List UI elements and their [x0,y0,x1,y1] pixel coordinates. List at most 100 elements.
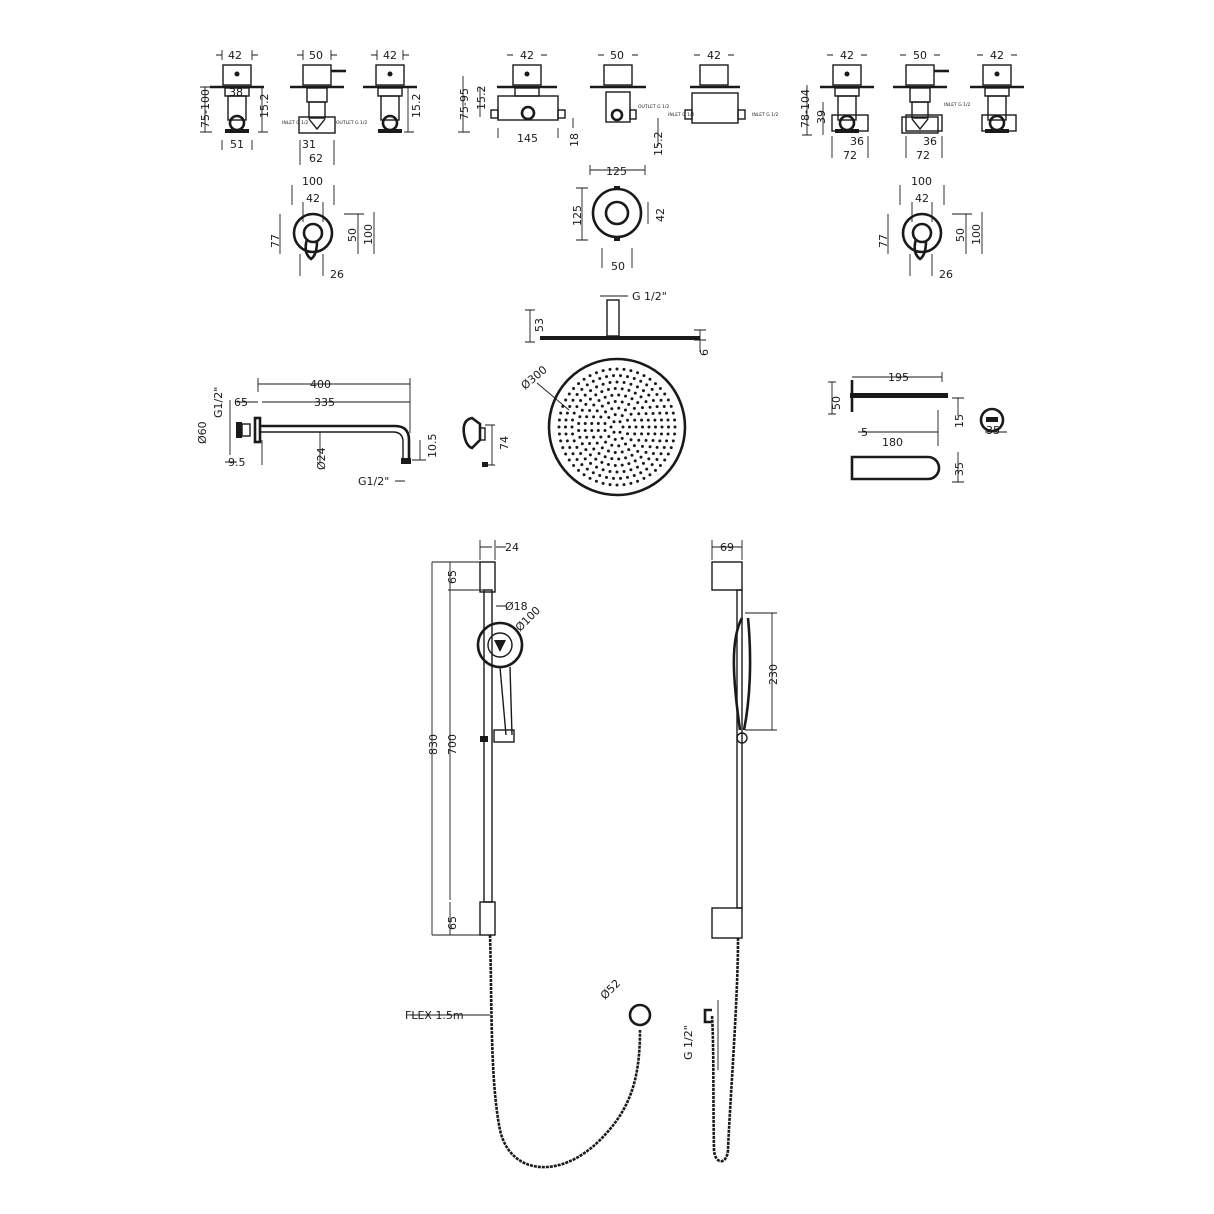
nozzle-dot [592,447,596,451]
nozzle-dot [666,398,670,402]
nozzle-dot [673,432,677,436]
dim-label: 53 [533,318,546,332]
nozzle-dot [624,394,628,398]
nozzle-dot [610,457,614,461]
nozzle-dot [651,451,655,455]
dim-label: 230 [767,664,780,685]
nozzle-dot [641,461,645,465]
nozzle-dot [646,418,650,422]
nozzle-dot [658,411,662,415]
nozzle-dot [564,452,568,456]
nozzle-dot [571,452,575,456]
dim-label: 6 [698,349,711,356]
nozzle-dot [622,469,626,473]
nozzle-dot [615,483,619,487]
hose-label: FLEX 1.5m [405,1009,464,1022]
nozzle-dot [585,383,589,387]
nozzle-dot [653,432,657,436]
nozzle-pattern [557,367,677,487]
nozzle-dot [666,432,670,436]
nozzle-dot [625,475,629,479]
nozzle-dot [591,379,595,383]
nozzle-dot [648,377,652,381]
nozzle-dot [629,369,633,373]
nozzle-dot [610,407,614,411]
nozzle-dot [617,457,621,461]
dim-label: 26 [939,268,953,281]
dim-label: 69 [720,541,734,554]
nozzle-dot [644,400,648,404]
dim-label: 42 [707,49,721,62]
nozzle-dot [663,458,667,462]
dim-label: 35 [986,424,1000,437]
nozzle-dot [577,468,581,472]
nozzle-dot [630,397,634,401]
nozzle-dot [603,395,607,399]
nozzle-dot [580,463,584,467]
nozzle-dot [570,425,574,429]
nozzle-dot [651,411,655,415]
nozzle-dot [584,448,588,452]
nozzle-dot [598,474,602,478]
nozzle-dot [642,374,646,378]
dim-label: 50 [610,49,624,62]
nozzle-dot [611,476,615,480]
nozzle-dot [608,381,612,385]
nozzle-dot [645,383,649,387]
nozzle-dot [575,445,579,449]
nozzle-dot [632,474,636,478]
nozzle-dot [617,444,621,448]
nozzle-dot [627,388,631,392]
nozzle-dot [601,468,605,472]
dim-label: 77 [269,234,282,248]
nozzle-dot [564,425,567,429]
dim-label: 65 [234,396,248,409]
dim-label: 51 [230,138,244,151]
nozzle-dot [650,387,654,391]
dim-label: 15 [953,414,966,428]
nozzle-dot [636,401,640,405]
dim-label: 31 [302,138,316,151]
nozzle-dot [646,432,650,436]
nozzle-dot [575,392,579,396]
nozzle-dot [579,451,583,455]
nozzle-dot [629,382,633,386]
nozzle-dot [567,392,571,396]
nozzle-dot [590,422,594,426]
dim-label: 72 [843,149,857,162]
nozzle-dot [622,367,626,371]
nozzle-dot [648,445,652,449]
nozzle-dot [603,429,607,433]
nozzle-dot [627,462,631,466]
nozzle-dot [648,405,652,409]
nozzle-dot [640,406,644,410]
nozzle-dot [655,392,659,396]
nozzle-dot [592,435,596,439]
nozzle-dot [659,452,663,456]
nozzle-dot [633,391,637,395]
nozzle-dot [584,402,588,406]
nozzle-dot [588,441,592,445]
nozzle-dot [636,449,640,453]
dim-label: 77 [877,234,890,248]
dim-label: 9.5 [228,456,246,469]
faceplate-left: 100 42 77 50 100 26 [269,175,375,281]
nozzle-dot [592,415,596,419]
shower-arm: 400 G1/2" 65 335 Ø60 10.5 Ø24 9.5 G1/2" [196,378,439,488]
dim-label: 400 [310,378,331,391]
dim-label: 75-95 [458,88,471,120]
nozzle-dot [645,467,649,471]
nozzle-dot [605,375,609,379]
nozzle-dot [647,425,651,429]
dim-label: 100 [911,175,932,188]
nozzle-dot [617,393,621,397]
nozzle-dot [594,479,598,483]
dim-label: 42 [520,49,534,62]
nozzle-dot [561,446,565,450]
nozzle-dot [620,436,624,440]
valve-group-1: 42 75-100 38 15.2 51 50 INLET G 1/2 OUTL… [199,49,423,165]
nozzle-dot [597,451,601,455]
nozzle-dot [583,428,587,432]
nozzle-dot [658,463,662,467]
nozzle-dot [595,409,599,413]
